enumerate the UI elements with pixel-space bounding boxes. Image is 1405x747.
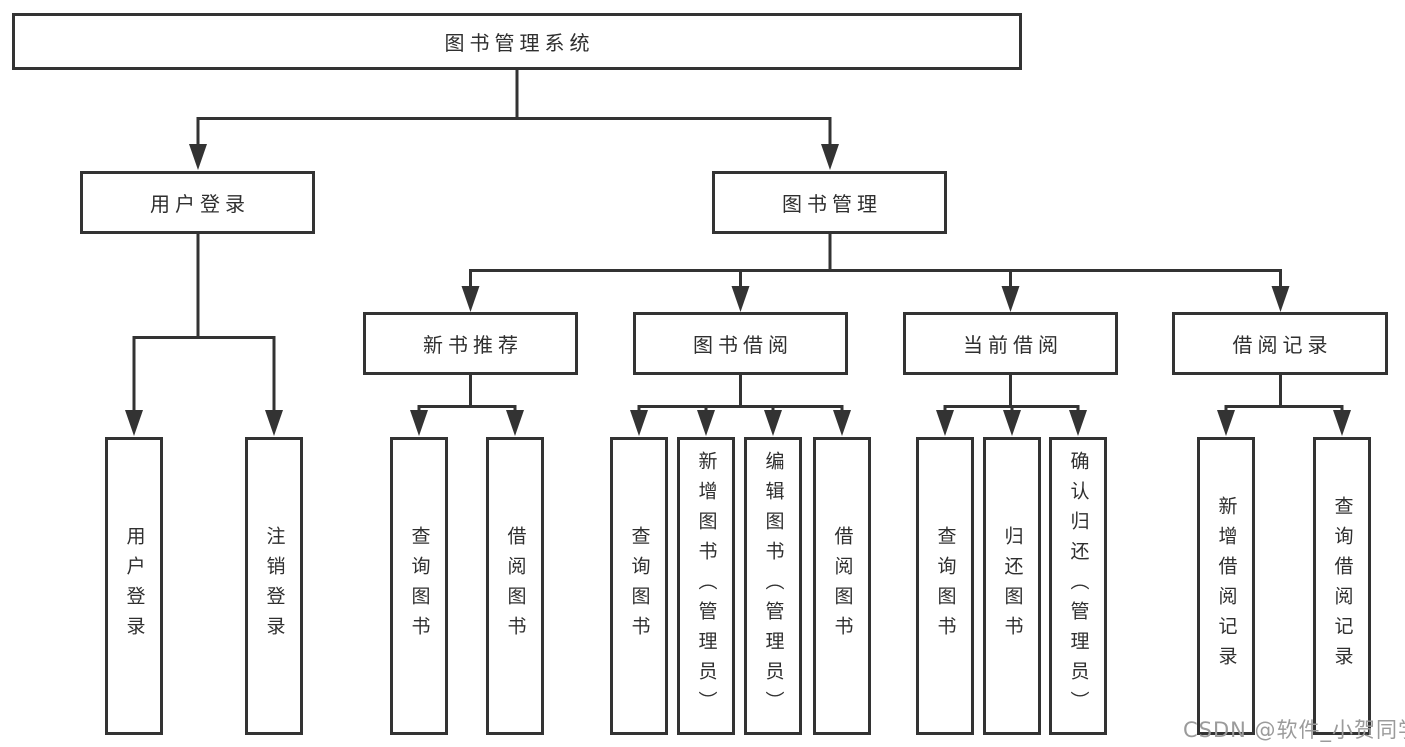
- node-leaf-nb-query-books: 查询图书: [390, 437, 448, 735]
- node-current-borrow: 当前借阅: [903, 312, 1118, 375]
- node-root: 图书管理系统: [12, 13, 1022, 70]
- node-leaf-cb-query-books: 查询图书: [916, 437, 974, 735]
- node-leaf-bb-query-books-label: 查询图书: [628, 526, 651, 646]
- node-current-borrow-label: 当前借阅: [963, 333, 1063, 357]
- node-leaf-nb-borrow-books-label: 借阅图书: [504, 526, 527, 646]
- node-leaf-bb-edit-books-label: 编辑图书（管理员）: [762, 451, 785, 721]
- node-book-management: 图书管理: [712, 171, 947, 234]
- csdn-watermark: CSDN @软件_小贺同学: [1183, 718, 1405, 742]
- arrowhead-icons: [125, 144, 1351, 436]
- node-new-book-recommend-label: 新书推荐: [423, 333, 523, 357]
- node-leaf-logout-label: 注销登录: [263, 526, 286, 646]
- node-leaf-bb-borrow-books: 借阅图书: [813, 437, 871, 735]
- node-leaf-cb-query-books-label: 查询图书: [934, 526, 957, 646]
- node-leaf-nb-borrow-books: 借阅图书: [486, 437, 544, 735]
- node-root-label: 图书管理系统: [444, 31, 595, 55]
- node-leaf-br-query-record-label: 查询借阅记录: [1331, 496, 1354, 676]
- node-leaf-user-login: 用户登录: [105, 437, 163, 735]
- node-leaf-br-add-record-label: 新增借阅记录: [1215, 496, 1238, 676]
- node-borrow-records: 借阅记录: [1172, 312, 1388, 375]
- node-leaf-br-add-record: 新增借阅记录: [1197, 437, 1255, 735]
- node-leaf-nb-query-books-label: 查询图书: [408, 526, 431, 646]
- node-new-book-recommend: 新书推荐: [363, 312, 578, 375]
- node-leaf-bb-add-books: 新增图书（管理员）: [677, 437, 735, 735]
- node-leaf-bb-borrow-books-label: 借阅图书: [831, 526, 854, 646]
- node-book-management-label: 图书管理: [782, 192, 882, 216]
- node-leaf-user-login-label: 用户登录: [123, 526, 146, 646]
- node-leaf-br-query-record: 查询借阅记录: [1313, 437, 1371, 735]
- node-leaf-cb-confirm-return: 确认归还（管理员）: [1049, 437, 1107, 735]
- node-leaf-cb-return-books-label: 归还图书: [1001, 526, 1024, 646]
- node-user-login: 用户登录: [80, 171, 315, 234]
- node-user-login-label: 用户登录: [150, 192, 250, 216]
- node-borrow-records-label: 借阅记录: [1232, 333, 1333, 357]
- node-leaf-cb-confirm-return-label: 确认归还（管理员）: [1067, 451, 1090, 721]
- node-leaf-bb-edit-books: 编辑图书（管理员）: [744, 437, 802, 735]
- node-leaf-cb-return-books: 归还图书: [983, 437, 1041, 735]
- node-leaf-logout: 注销登录: [245, 437, 303, 735]
- node-book-borrow: 图书借阅: [633, 312, 848, 375]
- node-leaf-bb-add-books-label: 新增图书（管理员）: [695, 451, 718, 721]
- node-leaf-bb-query-books: 查询图书: [610, 437, 668, 735]
- node-book-borrow-label: 图书借阅: [693, 333, 793, 357]
